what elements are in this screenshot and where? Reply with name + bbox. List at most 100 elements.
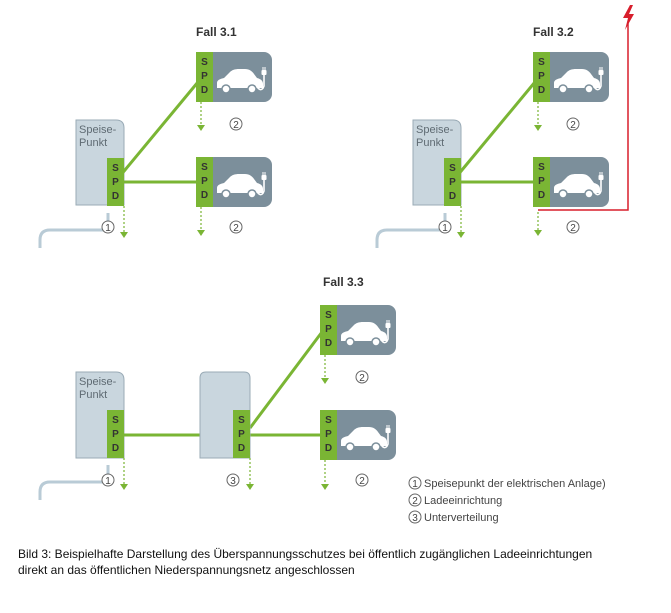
number-badge: 2 (229, 220, 243, 234)
feed-point-label: Speise- (79, 124, 117, 136)
legend-item: 2 Ladeeinrichtung (408, 493, 502, 507)
svg-text:2: 2 (570, 223, 576, 234)
svg-text:D: D (538, 190, 545, 201)
case-title: Fall 3.3 (323, 275, 364, 289)
earth-arrow-icon (120, 206, 128, 238)
svg-text:S: S (238, 415, 245, 426)
svg-text:D: D (449, 191, 456, 202)
feed-point-label: Punkt (79, 137, 107, 149)
svg-text:P: P (201, 176, 208, 187)
charging-station: S P D (196, 157, 272, 207)
svg-text:Unterverteilung: Unterverteilung (424, 512, 499, 524)
svg-text:P: P (112, 429, 119, 440)
spd-module: S P D (107, 410, 124, 458)
svg-text:S: S (538, 162, 545, 173)
svg-text:S: S (538, 57, 545, 68)
svg-text:D: D (201, 85, 208, 96)
svg-text:S: S (325, 415, 332, 426)
case-title: Fall 3.2 (533, 25, 574, 39)
connection-line (118, 81, 200, 177)
charging-station: S P D (320, 410, 396, 460)
lightning-icon (623, 5, 634, 30)
figure-caption: Bild 3: Beispielhafte Darstellung des Üb… (18, 546, 658, 578)
number-badge: 2 (355, 473, 369, 487)
earth-arrow-icon (197, 207, 205, 236)
svg-text:P: P (325, 324, 332, 335)
number-badge: 1 (101, 220, 115, 234)
number-badge: 1 (438, 220, 452, 234)
legend: 1 Speisepunkt der elektrischen Anlage) 2… (408, 476, 606, 524)
number-badge: 2 (566, 220, 580, 234)
lightning-line (538, 22, 629, 211)
svg-text:P: P (112, 177, 119, 188)
svg-text:Speisepunkt der elektrischen A: Speisepunkt der elektrischen Anlage) (424, 478, 606, 490)
svg-text:2: 2 (359, 373, 365, 384)
svg-text:D: D (325, 443, 332, 454)
feed-point-label: Speise- (416, 124, 454, 136)
number-badge: 3 (226, 473, 240, 487)
svg-text:D: D (325, 338, 332, 349)
svg-text:1: 1 (412, 479, 418, 490)
svg-text:S: S (201, 162, 208, 173)
svg-text:1: 1 (442, 223, 448, 234)
svg-text:1: 1 (105, 223, 111, 234)
svg-text:2: 2 (233, 223, 239, 234)
legend-item: 3 Unterverteilung (408, 510, 499, 524)
earth-arrow-icon (246, 458, 254, 490)
feed-point-label: Punkt (79, 389, 107, 401)
case-3-3: Fall 3.3 Speise- Punkt S P D 1 S P (38, 275, 396, 500)
spd-module: S P D (444, 158, 461, 206)
svg-text:S: S (112, 163, 119, 174)
svg-text:S: S (325, 310, 332, 321)
earth-arrow-icon (197, 102, 205, 131)
case-title: Fall 3.1 (196, 25, 237, 39)
earth-arrow-icon (321, 355, 329, 384)
svg-text:P: P (325, 429, 332, 440)
legend-item: 1 Speisepunkt der elektrischen Anlage) (408, 476, 606, 490)
svg-text:D: D (238, 443, 245, 454)
earth-arrow-icon (120, 458, 128, 490)
earth-arrow-icon (534, 102, 542, 131)
case-3-1: Fall 3.1 Speise- Punkt S P D 1 (38, 25, 272, 248)
connection-line (248, 331, 324, 429)
charging-station: S P D (196, 52, 272, 102)
spd-module: S P D (233, 410, 250, 458)
earth-arrow-icon (321, 460, 329, 490)
svg-text:Ladeeinrichtung: Ladeeinrichtung (424, 495, 502, 507)
svg-text:P: P (449, 177, 456, 188)
number-badge: 2 (229, 117, 243, 131)
svg-text:P: P (201, 71, 208, 82)
charging-station: S P D (533, 52, 609, 102)
svg-text:P: P (538, 71, 545, 82)
svg-text:P: P (538, 176, 545, 187)
earth-arrow-icon (457, 206, 465, 238)
feed-point-label: Speise- (79, 376, 117, 388)
svg-text:S: S (201, 57, 208, 68)
connection-line (455, 81, 537, 177)
svg-text:D: D (112, 191, 119, 202)
earth-arrow-icon (534, 212, 542, 236)
svg-text:2: 2 (359, 476, 365, 487)
svg-text:S: S (449, 163, 456, 174)
number-badge: 2 (566, 117, 580, 131)
number-badge: 2 (355, 370, 369, 384)
supply-cable (375, 213, 447, 248)
spd-module: S P D (107, 158, 124, 206)
svg-text:P: P (238, 429, 245, 440)
case-3-2: Fall 3.2 Speise- Punkt S P D 1 (375, 5, 634, 248)
svg-text:2: 2 (570, 120, 576, 131)
supply-cable (38, 213, 110, 248)
svg-text:S: S (112, 415, 119, 426)
charging-station: S P D (533, 157, 609, 207)
svg-text:D: D (538, 85, 545, 96)
charging-station: S P D (320, 305, 396, 355)
svg-text:D: D (112, 443, 119, 454)
svg-text:3: 3 (230, 476, 236, 487)
caption-line: direkt an das öffentlichen Niederspannun… (18, 563, 355, 577)
svg-text:2: 2 (412, 496, 418, 507)
svg-text:D: D (201, 190, 208, 201)
svg-text:2: 2 (233, 120, 239, 131)
caption-line: Bild 3: Beispielhafte Darstellung des Üb… (18, 547, 593, 561)
number-badge: 1 (101, 473, 115, 487)
